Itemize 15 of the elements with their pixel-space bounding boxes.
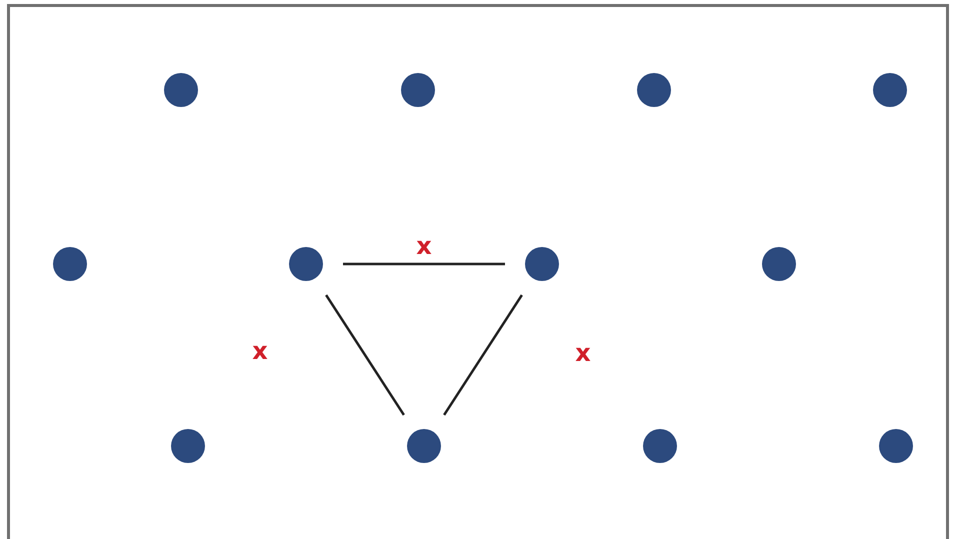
lattice-dot	[762, 247, 796, 281]
connector-line	[325, 294, 405, 416]
lattice-dot	[637, 73, 671, 107]
lattice-dot	[53, 247, 87, 281]
lattice-dot	[171, 429, 205, 463]
lattice-dot	[289, 247, 323, 281]
connector-line	[343, 262, 505, 266]
lattice-dot	[401, 73, 435, 107]
lattice-dot	[407, 429, 441, 463]
lattice-dot	[643, 429, 677, 463]
lattice-dot	[873, 73, 907, 107]
lattice-dot	[164, 73, 198, 107]
lattice-dot	[525, 247, 559, 281]
connector-line	[443, 294, 523, 416]
lattice-dot	[879, 429, 913, 463]
